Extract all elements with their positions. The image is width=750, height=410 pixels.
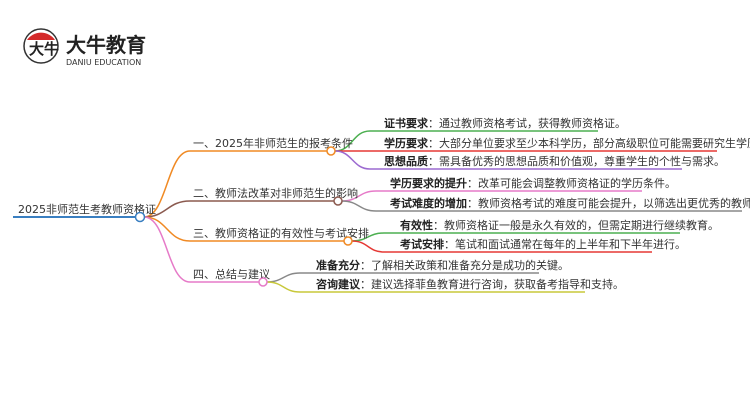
branch-collapse-toggle[interactable]: [333, 196, 343, 206]
leaf-text: ：建议选择菲鱼教育进行咨询，获取备考指导和支持。: [360, 277, 624, 291]
leaf-connector: [334, 150, 371, 170]
branch-topic-4[interactable]: 四、总结与建议: [193, 267, 270, 281]
leaf-topic[interactable]: 证书要求：通过教师资格考试，获得教师资格证。: [384, 116, 626, 130]
leaf-topic[interactable]: 学历要求：大部分单位要求至少本科学历，部分高级职位可能需要研究生学历。: [384, 136, 750, 150]
leaf-key: 学历要求的提升: [390, 176, 467, 190]
leaf-topic[interactable]: 咨询建议：建议选择菲鱼教育进行咨询，获取备考指导和支持。: [316, 277, 624, 291]
leaf-text: ：笔试和面试通常在每年的上半年和下半年进行。: [444, 237, 686, 251]
root-topic[interactable]: 2025非师范生考教师资格证: [18, 202, 156, 216]
logo-mark-text: 大牛: [29, 40, 59, 58]
branch-collapse-toggle[interactable]: [343, 236, 353, 246]
leaf-topic[interactable]: 有效性：教师资格证一般是永久有效的，但需定期进行继续教育。: [400, 218, 719, 232]
leaf-topic[interactable]: 准备充分：了解相关政策和准备充分是成功的关键。: [316, 258, 569, 272]
leaf-topic[interactable]: 考试难度的增加：教师资格考试的难度可能会提升，以筛选出更优秀的教师人选。: [390, 196, 750, 210]
logo-brand-en: DANIU EDUCATION: [66, 58, 141, 67]
leaf-text: ：改革可能会调整教师资格证的学历条件。: [467, 176, 676, 190]
leaf-key: 准备充分: [316, 258, 360, 272]
logo-brand-cn: 大牛教育: [66, 33, 146, 57]
leaf-text: ：通过教师资格考试，获得教师资格证。: [428, 116, 626, 130]
branch-topic-1[interactable]: 一、2025年非师范生的报考条件: [193, 136, 353, 150]
leaf-key: 思想品质: [384, 154, 428, 168]
leaf-topic[interactable]: 学历要求的提升：改革可能会调整教师资格证的学历条件。: [390, 176, 676, 190]
branch-topic-2[interactable]: 二、教师法改革对非师范生的影响: [193, 186, 358, 200]
branch-connector: [143, 200, 191, 218]
leaf-topic[interactable]: 考试安排：笔试和面试通常在每年的上半年和下半年进行。: [400, 237, 686, 251]
branch-connector: [143, 150, 191, 218]
logo-mark-arc: [27, 32, 55, 40]
leaf-connector: [266, 281, 301, 293]
leaf-connector: [351, 240, 385, 253]
branch-collapse-toggle[interactable]: [326, 146, 336, 156]
leaf-text: ：大部分单位要求至少本科学历，部分高级职位可能需要研究生学历。: [428, 136, 750, 150]
branch-collapse-toggle[interactable]: [258, 277, 268, 287]
leaf-key: 考试难度的增加: [390, 196, 467, 210]
leaf-text: ：需具备优秀的思想品质和价值观，尊重学生的个性与需求。: [428, 154, 725, 168]
leaf-key: 有效性: [400, 218, 433, 232]
leaf-topic[interactable]: 思想品质：需具备优秀的思想品质和价值观，尊重学生的个性与需求。: [384, 154, 725, 168]
logo: 大牛 大牛教育 DANIU EDUCATION: [23, 28, 146, 67]
leaf-text: ：教师资格考试的难度可能会提升，以筛选出更优秀的教师人选。: [467, 196, 750, 210]
branch-connector: [143, 216, 191, 283]
leaf-key: 咨询建议: [316, 277, 361, 291]
branch-topic-3[interactable]: 三、教师资格证的有效性与考试安排: [193, 226, 369, 240]
root-collapse-toggle[interactable]: [134, 211, 146, 223]
leaf-text: ：了解相关政策和准备充分是成功的关键。: [360, 258, 569, 272]
leaf-connector: [341, 200, 377, 212]
branch-connector: [143, 216, 191, 242]
leaf-key: 学历要求: [384, 136, 429, 150]
leaf-text: ：教师资格证一般是永久有效的，但需定期进行继续教育。: [433, 218, 719, 232]
logo-mark-ring: [23, 28, 59, 64]
leaf-key: 考试安排: [400, 237, 444, 251]
leaf-key: 证书要求: [384, 116, 429, 130]
leaf-connector: [266, 272, 301, 283]
